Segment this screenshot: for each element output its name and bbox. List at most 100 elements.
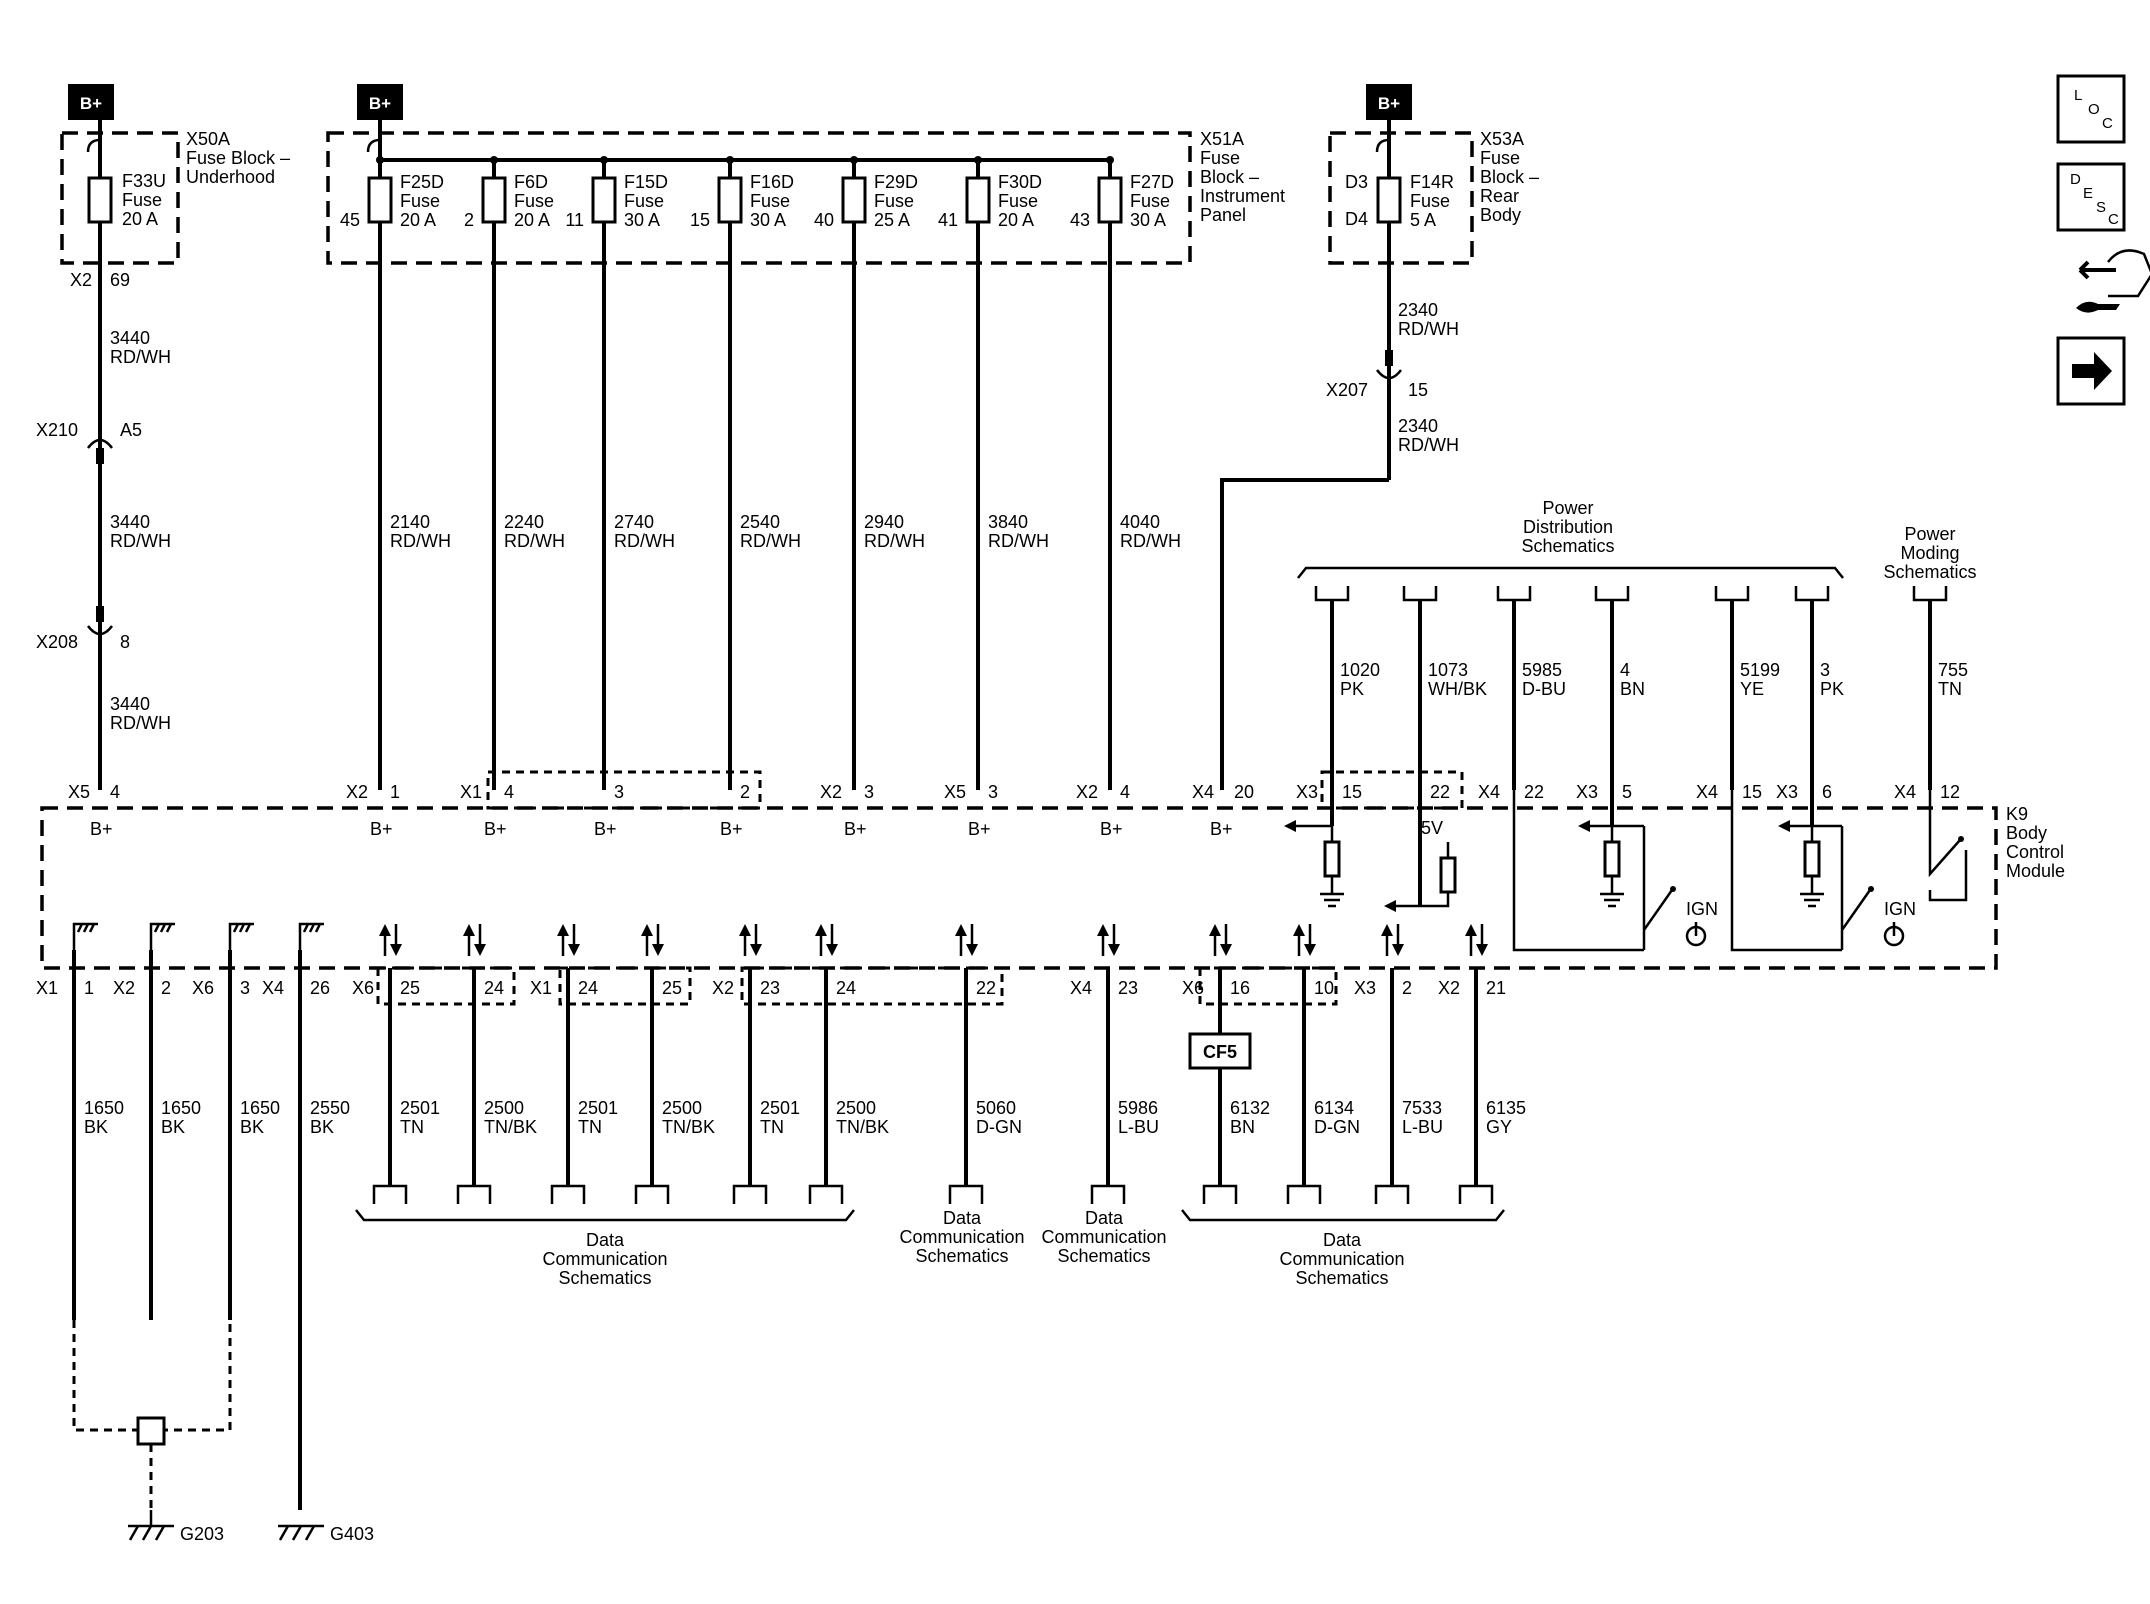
svg-text:20 A: 20 A [122, 209, 158, 229]
svg-text:B+: B+ [484, 819, 507, 839]
svg-text:GY: GY [1486, 1117, 1512, 1137]
next-arrow-icon[interactable] [2056, 336, 2126, 406]
svg-text:Control: Control [2006, 842, 2064, 862]
ground-g403: G403 [278, 1524, 374, 1544]
svg-text:F29D: F29D [874, 172, 918, 192]
svg-text:1: 1 [390, 782, 400, 802]
svg-text:BK: BK [161, 1117, 185, 1137]
svg-text:BK: BK [240, 1117, 264, 1137]
svg-text:F16D: F16D [750, 172, 794, 192]
svg-text:Panel: Panel [1200, 205, 1246, 225]
svg-text:B+: B+ [844, 819, 867, 839]
svg-text:2: 2 [464, 210, 474, 230]
fuse-block-x53a [1328, 131, 1474, 265]
svg-text:L-BU: L-BU [1118, 1117, 1159, 1137]
svg-text:D-GN: D-GN [976, 1117, 1022, 1137]
fuse-block-x51a [326, 131, 1192, 265]
svg-text:Fuse: Fuse [750, 191, 790, 211]
svg-text:RD/WH: RD/WH [504, 531, 565, 551]
svg-text:6134: 6134 [1314, 1098, 1354, 1118]
svg-text:X6: X6 [1182, 978, 1204, 998]
svg-text:Fuse: Fuse [1410, 191, 1450, 211]
svg-text:TN/BK: TN/BK [484, 1117, 537, 1137]
svg-text:Body: Body [2006, 823, 2047, 843]
svg-text:24: 24 [484, 978, 504, 998]
svg-text:2: 2 [161, 978, 171, 998]
svg-text:B+: B+ [720, 819, 743, 839]
svg-text:4040: 4040 [1120, 512, 1160, 532]
svg-text:S: S [2096, 199, 2106, 216]
svg-text:Fuse: Fuse [874, 191, 914, 211]
svg-text:2550: 2550 [310, 1098, 350, 1118]
svg-text:Data: Data [1085, 1208, 1124, 1228]
svg-text:TN/BK: TN/BK [662, 1117, 715, 1137]
svg-text:22: 22 [1430, 782, 1450, 802]
svg-text:BK: BK [310, 1117, 334, 1137]
svg-text:15: 15 [690, 210, 710, 230]
svg-text:21: 21 [1486, 978, 1506, 998]
svg-text:2140: 2140 [390, 512, 430, 532]
svg-text:Fuse: Fuse [1130, 191, 1170, 211]
svg-text:CF5: CF5 [1203, 1042, 1237, 1062]
svg-text:43: 43 [1070, 210, 1090, 230]
svg-text:2340: 2340 [1398, 416, 1438, 436]
svg-text:2500: 2500 [662, 1098, 702, 1118]
svg-text:5: 5 [1622, 782, 1632, 802]
svg-text:16: 16 [1230, 978, 1250, 998]
desc-icon[interactable]: D E S C [2056, 162, 2126, 232]
svg-text:24: 24 [578, 978, 598, 998]
svg-text:3: 3 [240, 978, 250, 998]
svg-text:BN: BN [1620, 679, 1645, 699]
svg-text:4: 4 [504, 782, 514, 802]
svg-text:2501: 2501 [400, 1098, 440, 1118]
svg-text:1650: 1650 [84, 1098, 124, 1118]
svg-text:5V: 5V [1421, 818, 1443, 838]
svg-text:Fuse: Fuse [998, 191, 1038, 211]
svg-text:Fuse: Fuse [1200, 148, 1240, 168]
svg-text:RD/WH: RD/WH [1120, 531, 1181, 551]
svg-text:3840: 3840 [988, 512, 1028, 532]
svg-text:X6: X6 [352, 978, 374, 998]
svg-text:Schematics: Schematics [558, 1268, 651, 1288]
svg-text:1073: 1073 [1428, 660, 1468, 680]
svg-text:X3: X3 [1776, 782, 1798, 802]
svg-text:25: 25 [662, 978, 682, 998]
svg-text:2240: 2240 [504, 512, 544, 532]
svg-text:X4: X4 [1070, 978, 1092, 998]
svg-text:L: L [2074, 87, 2082, 104]
svg-text:3: 3 [864, 782, 874, 802]
svg-text:4: 4 [1620, 660, 1630, 680]
connector-wrench-icon[interactable] [2076, 249, 2150, 313]
loc-icon[interactable]: L O C [2056, 74, 2126, 144]
svg-text:X210: X210 [36, 420, 78, 440]
svg-text:X1: X1 [36, 978, 58, 998]
svg-text:B+: B+ [90, 819, 113, 839]
svg-text:TN: TN [578, 1117, 602, 1137]
svg-text:2501: 2501 [578, 1098, 618, 1118]
svg-text:RD/WH: RD/WH [1398, 435, 1459, 455]
svg-text:5986: 5986 [1118, 1098, 1158, 1118]
svg-text:O: O [2088, 101, 2100, 118]
svg-text:X4: X4 [262, 978, 284, 998]
fuse-block-x50a [60, 131, 180, 265]
svg-text:Instrument: Instrument [1200, 186, 1285, 206]
svg-text:3: 3 [614, 782, 624, 802]
svg-text:Module: Module [2006, 861, 2065, 881]
splice-pack [136, 1416, 166, 1446]
svg-text:4: 4 [1120, 782, 1130, 802]
svg-text:Fuse: Fuse [1480, 148, 1520, 168]
svg-text:3: 3 [1820, 660, 1830, 680]
svg-text:D-BU: D-BU [1522, 679, 1566, 699]
svg-text:RD/WH: RD/WH [110, 347, 171, 367]
